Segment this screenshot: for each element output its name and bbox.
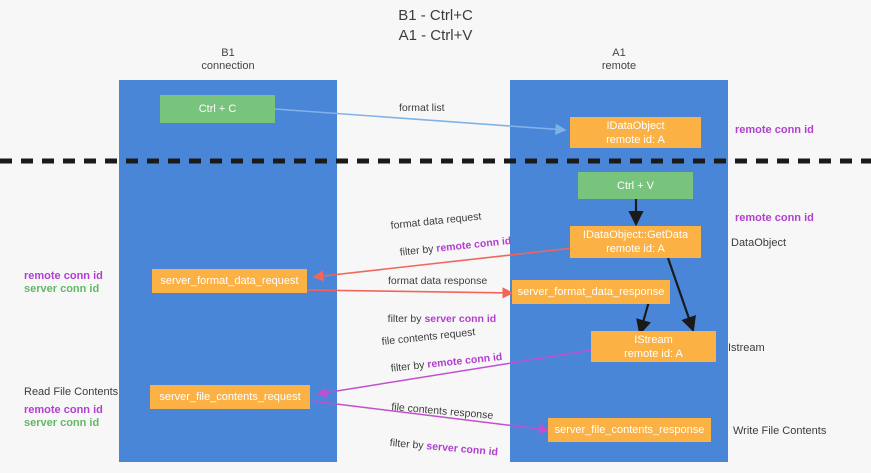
box-idataobject-top-line1: IDataObject — [606, 119, 665, 132]
filter-prefix: filter by — [387, 313, 425, 325]
flow-label-format-data-response-filter: filter by server conn id — [376, 298, 497, 340]
flow-label-format-list: format list — [399, 102, 445, 114]
right-label-istream: Istream — [728, 342, 765, 354]
right-label-remote-conn-id-mid: remote conn id — [735, 212, 814, 224]
flow-label-format-data-response: format data response — [388, 275, 488, 287]
box-ctrl-v-label: Ctrl + V — [617, 179, 654, 192]
box-ctrl-c-label: Ctrl + C — [198, 103, 237, 115]
box-server-file-contents-request-label: server_file_contents_request — [159, 391, 301, 403]
filter-highlight-server-conn-id: server conn id — [425, 440, 499, 459]
box-ctrl-v[interactable]: Ctrl + V — [578, 172, 693, 199]
box-istream[interactable]: IStream remote id: A — [591, 331, 716, 362]
box-server-format-data-response[interactable]: server_format_data_response — [512, 280, 670, 304]
left-label-server-conn-id-2: server conn id — [24, 417, 100, 429]
filter-prefix: filter by — [399, 242, 437, 259]
box-server-format-data-response-label: server_format_data_response — [517, 286, 665, 298]
right-label-dataobject: DataObject — [731, 237, 787, 249]
left-label-remote-conn-id-2: remote conn id — [24, 404, 103, 416]
left-label-server-conn-id-1: server conn id — [24, 283, 100, 295]
box-server-file-contents-request[interactable]: server_file_contents_request — [150, 385, 310, 409]
box-server-format-data-request[interactable]: server_format_data_request — [152, 269, 307, 293]
flow-label-file-contents-response-filter: filter by server conn id — [376, 421, 499, 473]
box-idataobject-top[interactable]: IDataObject remote id: A — [570, 117, 701, 148]
box-ctrl-c[interactable]: Ctrl + C — [160, 95, 275, 123]
box-istream-line2: remote id: A — [624, 347, 683, 360]
page-title: B1 - Ctrl+C A1 - Ctrl+V — [398, 7, 473, 44]
flow-label-file-contents-response: file contents response — [390, 400, 494, 422]
box-server-format-data-request-label: server_format_data_request — [160, 275, 299, 287]
left-label-read-file-contents: Read File Contents — [24, 386, 119, 398]
filter-highlight-remote-conn-id: remote conn id — [426, 350, 503, 371]
box-getdata-line2: remote id: A — [606, 243, 665, 255]
box-istream-line1: IStream — [634, 333, 673, 346]
filter-prefix: filter by — [389, 436, 427, 453]
filter-highlight-server-conn-id: server conn id — [424, 313, 497, 325]
box-idataobject-top-line2: remote id: A — [606, 133, 665, 146]
lane-header-b1: B1 connection — [201, 47, 255, 72]
box-getdata-line1: IDataObject::GetData — [582, 229, 689, 241]
box-server-file-contents-response[interactable]: server_file_contents_response — [548, 418, 711, 442]
lane-header-a1: A1 remote — [601, 47, 637, 72]
right-label-write-file-contents: Write File Contents — [733, 425, 827, 437]
right-label-remote-conn-id-top: remote conn id — [735, 124, 814, 136]
left-label-remote-conn-id-1: remote conn id — [24, 270, 103, 282]
filter-prefix: filter by — [390, 358, 428, 375]
box-getdata[interactable]: IDataObject::GetData remote id: A — [570, 226, 701, 258]
box-server-file-contents-response-label: server_file_contents_response — [554, 424, 705, 436]
filter-highlight-remote-conn-id: remote conn id — [435, 234, 512, 255]
